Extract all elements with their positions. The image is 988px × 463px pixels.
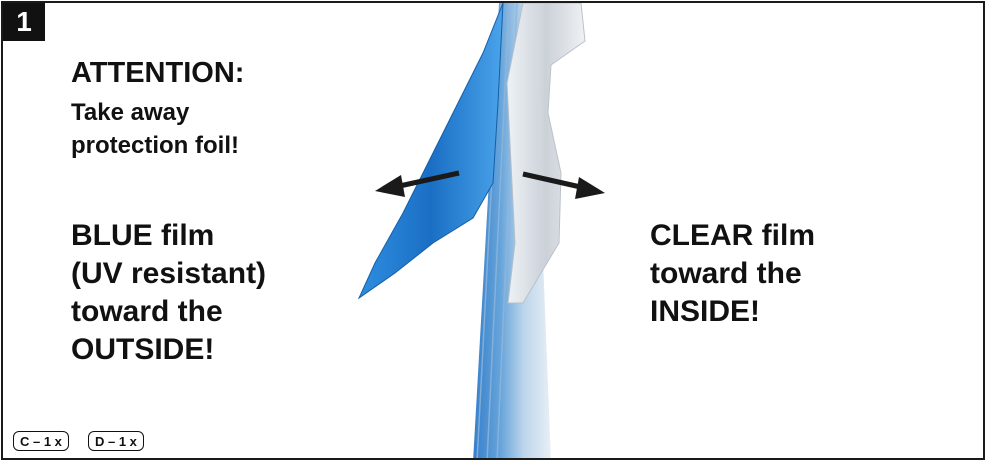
part-quantity-c: C – 1 x: [13, 431, 69, 451]
part-quantity-d: D – 1 x: [88, 431, 144, 451]
blue-film: [359, 3, 503, 298]
clear-film-instruction: CLEAR film toward the INSIDE!: [650, 217, 815, 331]
blue-film-instruction: BLUE film (UV resistant) toward the OUTS…: [71, 217, 266, 369]
attention-heading: ATTENTION:: [71, 57, 244, 90]
foil-instruction: Take away protection foil!: [71, 96, 239, 162]
clear-film: [507, 3, 585, 303]
step-number-badge: 1: [3, 3, 45, 41]
